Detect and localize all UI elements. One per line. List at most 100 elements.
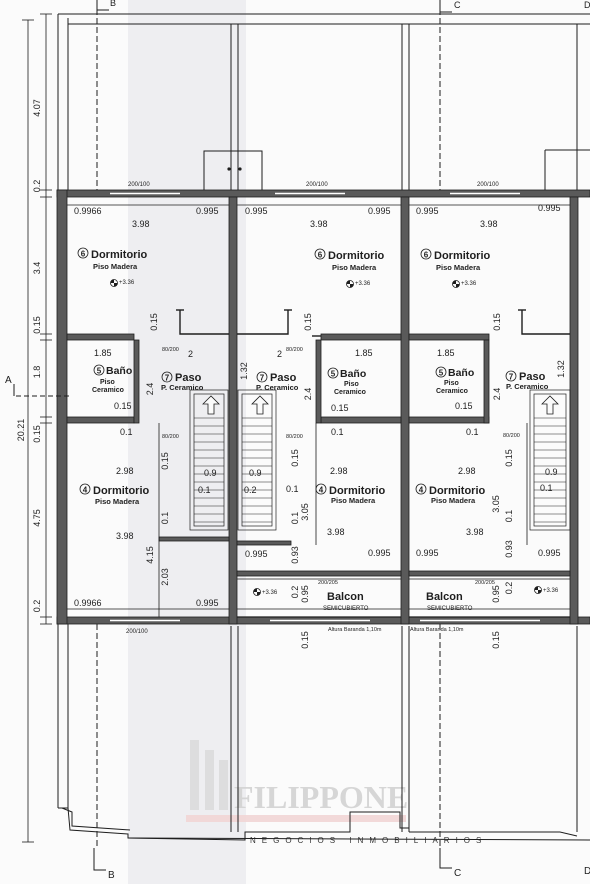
dim-label: 0.1: [198, 485, 211, 495]
svg-text:5: 5: [331, 370, 336, 379]
dim-label: 0.995: [368, 548, 391, 558]
level-text: +3.36: [262, 590, 278, 596]
dim-label: 0.1: [466, 427, 479, 437]
dim-label: 1.85: [437, 348, 455, 358]
dim-label: 2.4: [145, 383, 155, 396]
level-text: +3.36: [355, 281, 371, 287]
svg-text:4: 4: [419, 486, 424, 495]
dim-label: 0.995: [245, 549, 268, 559]
dim-label: 2.4: [303, 388, 313, 401]
svg-text:Paso: Paso: [270, 372, 297, 384]
window-label: 80/200: [162, 347, 179, 353]
dim-label: 0.995: [538, 548, 561, 558]
baranda-note: Altura Baranda 1,10m: [410, 627, 464, 633]
watermark-text: FILIPPONE: [234, 779, 408, 815]
dim-label: 0.15: [491, 631, 501, 649]
dim-label: 0.1: [540, 483, 553, 493]
dim-label: 0.2: [290, 586, 300, 599]
stairs-unit-3: [529, 389, 571, 531]
svg-text:6: 6: [318, 251, 323, 260]
svg-text:7: 7: [260, 374, 265, 383]
dim-label: 0.1: [286, 484, 299, 494]
room-paso-7-unit-3: 7 Paso P. Ceramico: [505, 370, 549, 391]
dim-label: 0.995: [538, 203, 561, 213]
dim-label: 0.9: [204, 468, 217, 478]
level-text: +3.36: [461, 281, 477, 287]
svg-text:Paso: Paso: [175, 372, 202, 384]
dim-label: 0.15: [149, 313, 159, 331]
dim-label: 0.15: [160, 452, 170, 470]
svg-text:Paso: Paso: [519, 371, 546, 383]
room-paso-7-unit-1: 7 Paso P. Ceramico: [161, 371, 204, 392]
svg-text:6: 6: [81, 250, 86, 259]
dim-label: 3.98: [327, 527, 345, 537]
svg-text:Dormitorio: Dormitorio: [434, 250, 491, 262]
level-text: +3.36: [543, 588, 559, 594]
svg-text:SEMICUBIERTO: SEMICUBIERTO: [323, 606, 369, 612]
section-label-c-top: C: [454, 0, 461, 10]
dim-label: 0.1: [120, 427, 133, 437]
dim-label: 0.95: [300, 585, 310, 603]
section-marker-c-bottom: [439, 848, 452, 869]
dim-label: 0.995: [196, 206, 219, 216]
svg-text:Piso Madera: Piso Madera: [331, 496, 376, 505]
svg-text:Piso Madera: Piso Madera: [431, 496, 476, 505]
section-label-b-bottom: B: [108, 870, 115, 881]
svg-text:P. Ceramico: P. Ceramico: [256, 383, 299, 392]
dim-label: 2.98: [330, 466, 348, 476]
dim-label: 0.995: [416, 548, 439, 558]
svg-text:Piso: Piso: [444, 380, 459, 387]
svg-text:7: 7: [165, 374, 170, 383]
dim-label: 3.98: [466, 527, 484, 537]
window-label: 80/200: [286, 434, 303, 440]
window-label: 80/200: [162, 434, 179, 440]
dim-label: 0.93: [504, 540, 514, 558]
window-label: 80/200: [286, 347, 303, 353]
dim-label: 0.15: [114, 401, 132, 411]
svg-text:Dormitorio: Dormitorio: [91, 249, 148, 261]
svg-text:Dormitorio: Dormitorio: [93, 485, 150, 497]
dim-label: 0.95: [491, 585, 501, 603]
section-label-b-top: B: [110, 0, 116, 8]
svg-text:P. Ceramico: P. Ceramico: [161, 383, 204, 392]
window-label: 200/205: [475, 580, 495, 586]
dim-label: 0.9966: [74, 206, 102, 216]
dim-label: 2.4: [492, 388, 502, 401]
dim-label: 1.32: [556, 360, 566, 378]
room-balcon-unit-2: Balcon SEMICUBIERTO: [323, 591, 369, 612]
level-marker-icon: [253, 586, 542, 596]
window-label: 200/100: [126, 629, 148, 635]
dim-0-2-bottom: 0.2: [32, 600, 42, 613]
dim-label: 2.98: [116, 466, 134, 476]
section-marker-b-bottom: [93, 848, 106, 871]
dim-label: 1.85: [355, 348, 373, 358]
svg-text:Dormitorio: Dormitorio: [329, 485, 386, 497]
svg-text:Ceramico: Ceramico: [92, 387, 124, 394]
room-dormitorio-6-unit-1: 6 Dormitorio Piso Madera: [77, 247, 148, 271]
dim-label: 0.2: [244, 485, 257, 495]
stairs-unit-1: [189, 389, 229, 531]
dim-4-07: 4.07: [32, 99, 42, 117]
dim-label: 0.9: [249, 468, 262, 478]
dim-label: 0.995: [416, 206, 439, 216]
svg-text:6: 6: [424, 251, 429, 260]
window-label: 200/100: [128, 182, 150, 188]
room-bano-5-unit-3: 5 Baño Piso Ceramico: [435, 366, 474, 395]
svg-text:Balcon: Balcon: [327, 591, 364, 603]
dim-0-2-top: 0.2: [32, 180, 42, 193]
svg-text:5: 5: [97, 367, 102, 376]
dim-label: 3.05: [491, 495, 501, 513]
dim-label: 0.15: [290, 449, 300, 467]
svg-text:Piso: Piso: [100, 379, 115, 386]
stairs-unit-2: [237, 389, 277, 531]
dim-label: 0.1: [160, 512, 170, 525]
dim-label: 2.03: [160, 568, 170, 586]
svg-text:5: 5: [439, 369, 444, 378]
dim-total-20-21: 20.21: [16, 419, 26, 442]
svg-text:Ceramico: Ceramico: [436, 388, 468, 395]
room-bano-5-unit-1: 5 Baño Piso Ceramico: [92, 364, 132, 394]
svg-text:Piso Madera: Piso Madera: [436, 263, 481, 272]
dim-label: 2: [277, 349, 282, 359]
room-dormitorio-4-unit-2: 4 Dormitorio Piso Madera: [315, 483, 386, 505]
